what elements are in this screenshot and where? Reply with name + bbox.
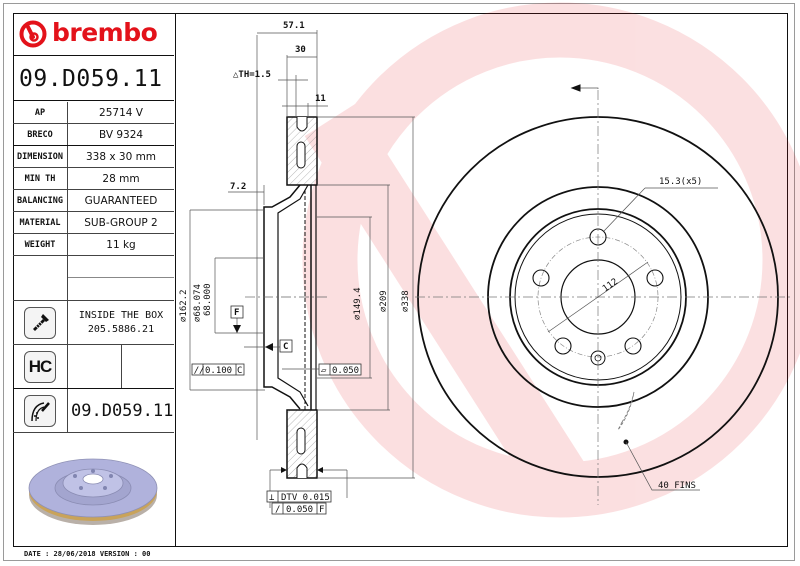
spec-label: BRECO (13, 124, 68, 145)
spec-row-weight: WEIGHT 11 kg (13, 234, 174, 256)
reference-row: 09.D059.11 (13, 389, 174, 433)
spec-row-dimension: DIMENSION 338 x 30 mm (13, 146, 174, 168)
brembo-logo-icon (19, 20, 47, 48)
spec-label: DIMENSION (13, 146, 68, 167)
spec-row-ap: AP 25714 V (13, 102, 174, 124)
inside-box-part: 205.5886.21 (87, 323, 155, 335)
hc-row: HC (13, 345, 174, 389)
spec-label: MIN TH (13, 168, 68, 189)
spec-value: 28 mm (102, 172, 140, 185)
inside-box-row: INSIDE THE BOX 205.5886.21 (13, 301, 174, 345)
spec-value: 11 kg (106, 238, 136, 251)
part-number: 09.D059.11 (13, 57, 174, 101)
inside-box-label: INSIDE THE BOX (78, 309, 164, 321)
spec-row-material: MATERIAL SUB-GROUP 2 (13, 212, 174, 234)
disc-render (13, 433, 174, 546)
reference-number: 09.D059.11 (71, 400, 174, 421)
spec-label: MATERIAL (13, 212, 68, 233)
outer-border (3, 3, 795, 561)
spec-label: BALANCING (13, 190, 68, 211)
spec-label: WEIGHT (13, 234, 68, 255)
footer-date-version: DATE : 28/06/2018 VERSION : 00 (24, 550, 151, 558)
brand-header: brembo (13, 13, 174, 56)
brake-disc-image (28, 458, 158, 525)
spec-row-min-th: MIN TH 28 mm (13, 168, 174, 190)
spec-table: AP 25714 V BRECO BV 9324 DIMENSION 338 x… (13, 102, 174, 256)
spec-value: SUB-GROUP 2 (84, 216, 158, 229)
spec-label: AP (13, 102, 68, 123)
disc-pad-icon (24, 394, 56, 427)
drawing-frame (13, 13, 788, 547)
spec-value: 25714 V (99, 106, 143, 119)
spec-value: GUARANTEED (84, 194, 158, 207)
info-panel: brembo 09.D059.11 AP 25714 V BRECO BV 93… (13, 13, 176, 547)
blank-spec-rows (13, 256, 174, 301)
brand-name: brembo (52, 18, 158, 47)
spec-row-balancing: BALANCING GUARANTEED (13, 190, 174, 212)
spec-row-breco: BRECO BV 9324 (13, 124, 174, 146)
spec-value: 338 x 30 mm (85, 150, 157, 163)
spec-value: BV 9324 (98, 128, 144, 141)
hc-icon: HC (24, 350, 56, 383)
screw-icon (24, 306, 56, 339)
